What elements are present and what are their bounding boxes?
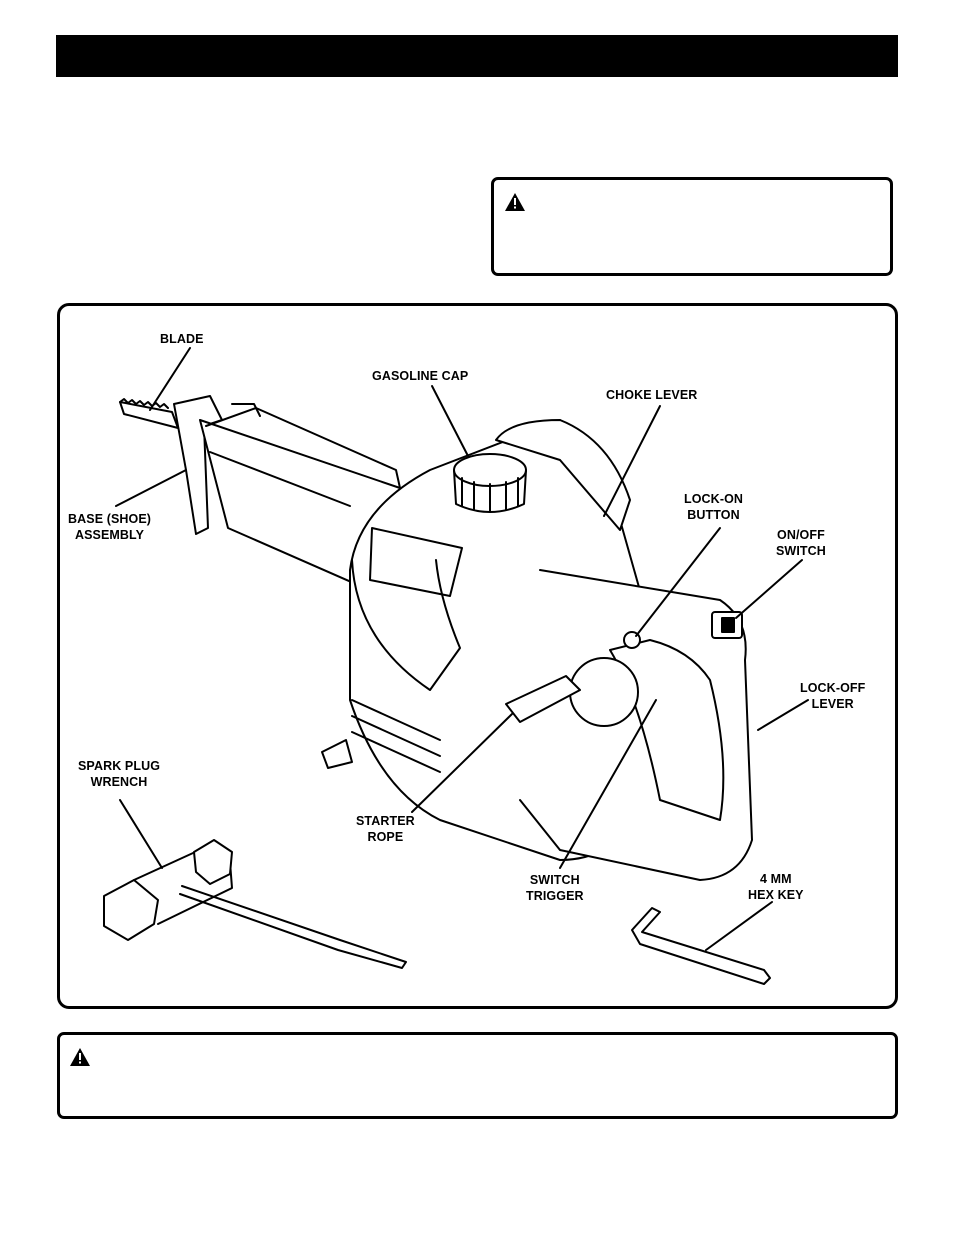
label-starter-line1: STARTER	[356, 814, 415, 828]
label-on-off-line2: SWITCH	[776, 544, 826, 558]
label-lock-off-lever: LOCK-OFF LEVER	[800, 680, 865, 712]
warning-box-top	[491, 177, 893, 276]
label-switch-trigger-line2: TRIGGER	[526, 889, 584, 903]
label-lock-on-line1: LOCK-ON	[684, 492, 744, 506]
label-on-off-line1: ON/OFF	[777, 528, 825, 542]
label-hex-line2: HEX KEY	[748, 888, 804, 902]
label-base-line2: ASSEMBLY	[74, 528, 145, 542]
label-base-line1: BASE (SHOE)	[68, 512, 152, 526]
warning-triangle-icon	[70, 1048, 90, 1066]
label-spark-line1: SPARK PLUG	[78, 759, 161, 773]
label-switch-trigger-line1: SWITCH	[529, 873, 580, 887]
label-hex-line1: 4 MM	[759, 872, 792, 886]
figure-box	[57, 303, 898, 1009]
label-lock-off-line1: LOCK-OFF	[800, 681, 866, 695]
label-starter-line2: ROPE	[367, 830, 404, 844]
warning-triangle-icon	[505, 193, 525, 211]
label-hex-key: 4 MM HEX KEY	[748, 871, 804, 903]
label-starter-rope: STARTER ROPE	[356, 813, 415, 845]
label-spark-line2: WRENCH	[90, 775, 148, 789]
label-lock-off-line2: LEVER	[811, 697, 854, 711]
label-lock-on-button: LOCK-ON BUTTON	[684, 491, 743, 523]
label-lock-on-line2: BUTTON	[687, 508, 740, 522]
label-choke-lever: CHOKE LEVER	[606, 388, 698, 402]
header-bar	[56, 35, 898, 77]
label-on-off-switch: ON/OFF SWITCH	[776, 527, 826, 559]
label-gasoline-cap: GASOLINE CAP	[372, 369, 469, 383]
label-spark-plug-wrench: SPARK PLUG WRENCH	[78, 758, 160, 790]
warning-box-bottom	[57, 1032, 898, 1119]
label-base-assembly: BASE (SHOE) ASSEMBLY	[68, 511, 151, 543]
label-blade: BLADE	[160, 332, 204, 346]
label-switch-trigger: SWITCH TRIGGER	[526, 872, 584, 904]
